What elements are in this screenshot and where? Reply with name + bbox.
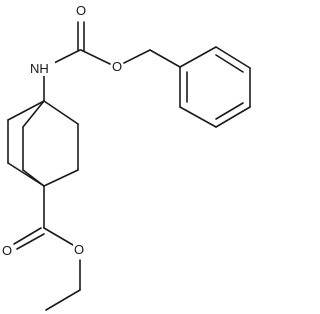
bond-oester-ch2 — [123, 49, 151, 64]
ester-o-top-label: O — [112, 59, 122, 74]
bond-cage-top-right — [43, 100, 79, 125]
bond-ring-2 — [215, 46, 251, 69]
bond-cage-top-left — [7, 100, 45, 121]
ester-o-bottom-label: O — [74, 242, 84, 257]
carbonyl-o-top-label: O — [76, 3, 86, 18]
bond-nh-carbonyl — [51, 49, 81, 65]
bond-layer — [7, 21, 251, 311]
carbonyl-o-bottom-label: O — [2, 243, 12, 258]
chemical-structure: NH O O O O — [1, 2, 251, 311]
bond-ring-inner-b — [215, 102, 244, 120]
carbonyl-o-bottom-label-bg — [1, 241, 13, 257]
bond-carbonyl-bottom-o-double-b — [16, 233, 45, 250]
bond-ring-inner-a — [215, 54, 244, 73]
ester-o-top-label-bg — [111, 57, 123, 73]
bond-ring-1 — [179, 46, 217, 68]
carbonyl-o-top-label-bg — [75, 2, 87, 18]
bond-ch2-ch3 — [45, 289, 81, 311]
nh-label: NH — [30, 61, 49, 76]
bond-ring-4 — [215, 106, 251, 128]
bond-cage-bottom-right — [43, 169, 79, 187]
bond-ch2-ring — [149, 49, 181, 68]
ester-o-bottom-label-bg — [73, 240, 86, 257]
bond-ring-5 — [179, 106, 217, 128]
bond-carbonyl-bottom-oester — [43, 227, 74, 246]
bond-carbonyl-oester — [80, 49, 111, 65]
bond-cage-bottom-mid — [22, 169, 45, 187]
atom-label-layer: NH O O O O — [1, 2, 123, 258]
bond-carbonyl-bottom-o-double-a — [13, 227, 42, 245]
nh-label-bg — [31, 59, 55, 76]
bond-cage-top-mid — [22, 100, 45, 128]
